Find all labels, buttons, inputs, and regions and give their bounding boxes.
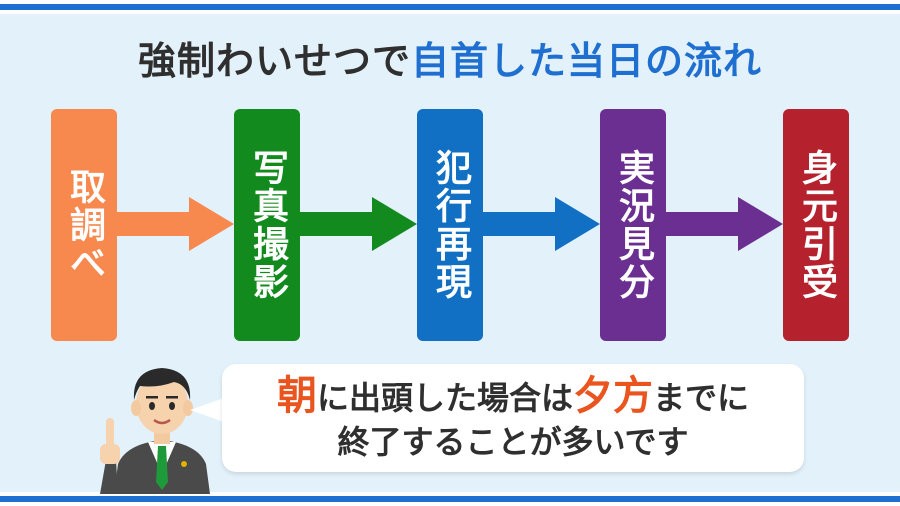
speech-bubble: 朝に出頭した場合は夕方までに 終了することが多いです (222, 364, 804, 472)
bubble-line-1: 朝に出頭した場合は夕方までに (222, 374, 804, 420)
step-inspection: 実況見分 (600, 109, 666, 341)
bottom-border (0, 492, 900, 506)
title-part-1: 強制わいせつで (137, 39, 411, 83)
bubble-text-a: に出頭した場合は (316, 379, 573, 417)
lawyer-avatar (100, 368, 210, 494)
bubble-text-b: までに (653, 379, 750, 417)
bubble-line-2: 終了することが多いです (337, 423, 689, 461)
speech-bubble-tail (190, 398, 224, 422)
step-interrogation: 取調べ (51, 109, 117, 341)
step-photo: 写真撮影 (234, 109, 300, 341)
step-reenactment: 犯行再現 (417, 109, 483, 341)
arrow-right-icon (300, 197, 417, 251)
arrow-right-icon (483, 197, 600, 251)
highlight-evening: 夕方 (573, 373, 653, 419)
top-border (0, 0, 900, 14)
highlight-morning: 朝 (276, 373, 317, 419)
title-part-2: 自首した当日の流れ (411, 39, 763, 83)
arrow-right-icon (666, 197, 783, 251)
step-guarantor: 身元引受 (783, 109, 849, 341)
page-title: 強制わいせつで自首した当日の流れ (0, 36, 900, 86)
arrow-right-icon (117, 197, 234, 251)
